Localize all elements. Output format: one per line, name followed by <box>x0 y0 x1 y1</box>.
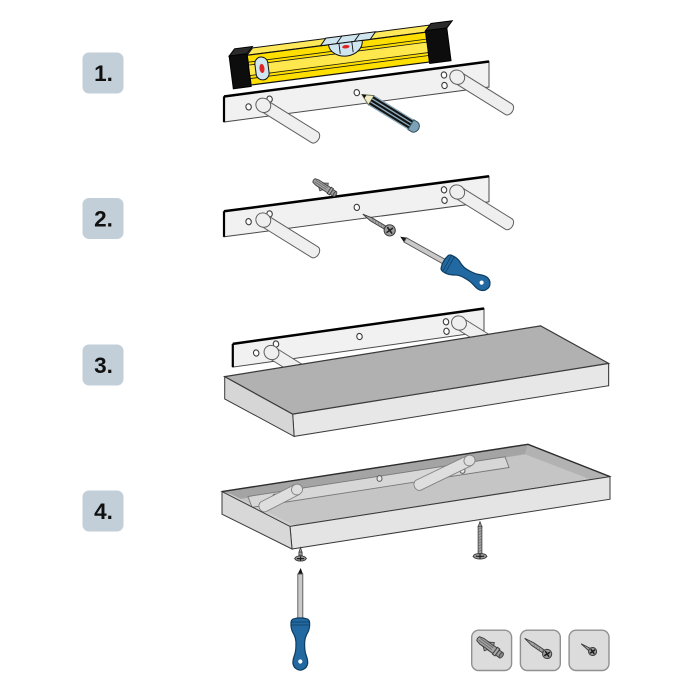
svg-text:1.: 1. <box>94 61 113 86</box>
svg-text:4.: 4. <box>94 499 113 524</box>
svg-text:3.: 3. <box>94 353 113 378</box>
svg-text:2.: 2. <box>94 207 113 232</box>
